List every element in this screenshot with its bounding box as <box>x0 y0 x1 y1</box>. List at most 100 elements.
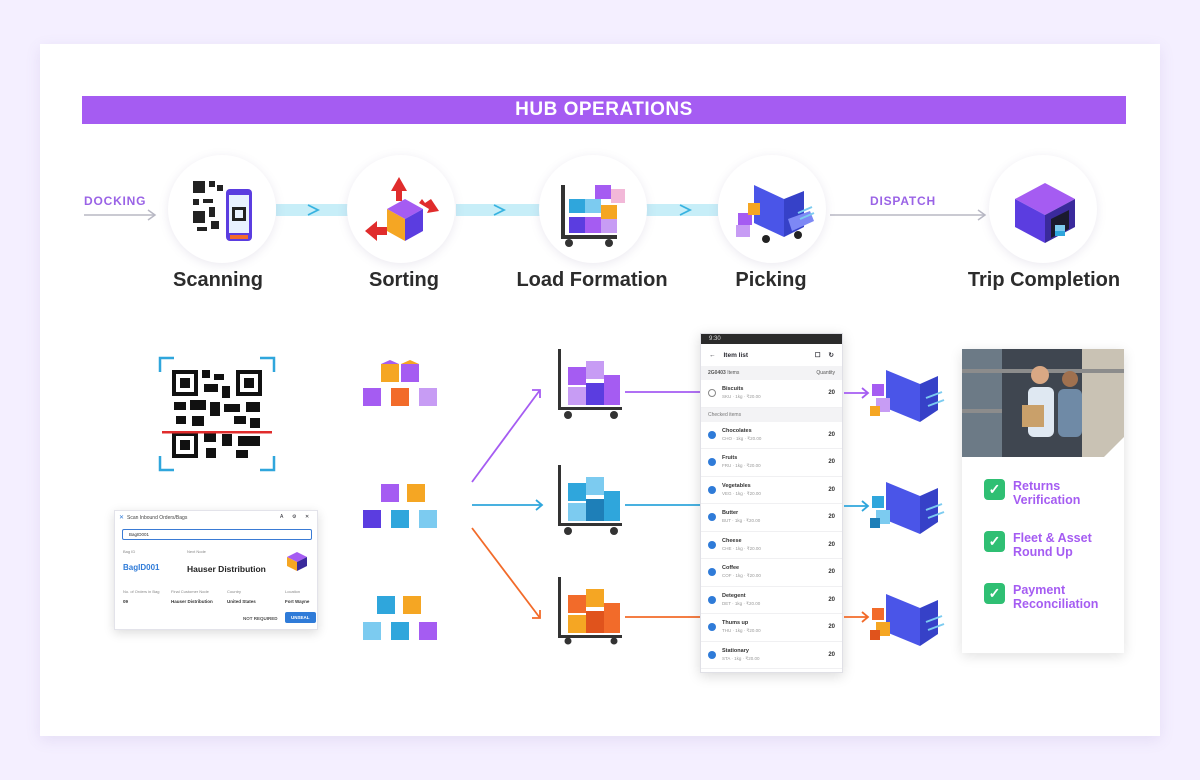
item-meta: THU · 1kg · ₹20.00 <box>722 628 761 634</box>
item-meta: VEG · 1kg · ₹20.00 <box>722 490 761 496</box>
branch-arrows <box>471 389 700 619</box>
stage-picking <box>718 155 826 263</box>
checklist-line2: Verification <box>1013 493 1081 507</box>
bag-search-input[interactable]: BagID001 <box>122 529 312 540</box>
phone-status-bar: 9:30 <box>701 334 842 344</box>
checked-circle-icon[interactable] <box>708 623 716 632</box>
truck-orange <box>870 594 945 646</box>
dispatch-trucks <box>844 370 945 646</box>
checked-circle-icon[interactable] <box>708 485 716 494</box>
font-size-icon[interactable]: A <box>280 514 284 520</box>
item-qty: 20 <box>828 390 835 397</box>
checklist-line2: Round Up <box>1013 545 1073 559</box>
not-required-button[interactable]: NOT REQUIRED <box>243 616 278 621</box>
item-qty: 20 <box>828 514 835 521</box>
orders-label: No. of Orders in Bag <box>123 589 160 594</box>
green-check-icon: ✓ <box>984 531 1005 552</box>
item-name: Cheese <box>722 537 742 544</box>
checked-circle-icon[interactable] <box>708 430 716 439</box>
back-arrow-icon[interactable]: ← <box>709 351 716 359</box>
items-count: 2G0403 <box>708 370 726 376</box>
box-group-bottom <box>363 596 437 640</box>
settings-icon[interactable]: ⚙ <box>292 514 297 520</box>
checked-circle-icon[interactable] <box>708 595 716 604</box>
item-name: Coffee <box>722 565 740 572</box>
bag-id-value: BagID001 <box>123 563 160 572</box>
item-qty: 20 <box>828 541 835 548</box>
package-icon <box>287 552 307 571</box>
refresh-icon[interactable]: ↻ <box>828 352 834 359</box>
box-group-middle <box>363 484 437 528</box>
location-value: Fort Wayne <box>285 599 310 604</box>
warehouse-staff-photo <box>962 349 1124 457</box>
checked-circle-icon[interactable] <box>708 540 716 549</box>
checklist-line1: Returns <box>1013 479 1061 493</box>
item-meta: STA · 1kg · ₹20.00 <box>722 655 760 661</box>
stage-load-formation <box>539 155 647 263</box>
stage-scanning <box>168 155 276 263</box>
quantity-column-label: Quantity <box>816 370 835 376</box>
item-qty: 20 <box>828 431 835 438</box>
sorting-box-groups <box>363 360 437 640</box>
green-check-icon: ✓ <box>984 583 1005 604</box>
checked-circle-icon[interactable] <box>708 458 716 467</box>
bag-id-label: Bag ID <box>123 549 136 554</box>
box-sort-icon <box>365 177 439 241</box>
scan-inbound-dialog: ✕ Scan Inbound Orders/Bags A ⚙ ✕ BagID00… <box>114 510 318 630</box>
item-meta: CHO · 1kg · ₹20.00 <box>722 435 762 441</box>
qr-scan-graphic <box>158 356 276 472</box>
dialog-title: Scan Inbound Orders/Bags <box>127 515 188 521</box>
stage-label-picking: Picking <box>735 269 807 291</box>
cart-blue <box>558 465 622 535</box>
next-node-label: Next Node <box>187 549 206 554</box>
item-qty: 20 <box>828 486 835 493</box>
item-name: Detegent <box>722 592 746 599</box>
next-node-value: Hauser Distribution <box>187 564 266 574</box>
item-meta: COF · 1kg · ₹20.00 <box>722 573 761 579</box>
load-carts <box>558 349 622 645</box>
cart-purple <box>558 349 622 419</box>
stage-trip-completion <box>989 155 1097 263</box>
item-meta: FRU · 1kg · ₹20.00 <box>722 463 761 469</box>
unseal-button[interactable]: UNSEAL <box>285 612 316 623</box>
orders-value: 09 <box>123 599 129 604</box>
checked-circle-icon[interactable] <box>708 513 716 522</box>
item-qty: 20 <box>828 624 835 631</box>
item-meta: BUT · 1kg · ₹20.00 <box>722 518 761 524</box>
select-all-icon[interactable]: ☐ <box>814 352 821 359</box>
item-meta: CHE · 1kg · ₹20.00 <box>722 545 761 551</box>
items-column-label: Items <box>727 370 740 376</box>
item-qty: 20 <box>828 596 835 603</box>
checked-circle-icon[interactable] <box>708 650 716 659</box>
close-icon[interactable]: ✕ <box>305 514 310 520</box>
cart-boxes-icon <box>561 185 625 247</box>
customer-node-value: Hauser Distribution <box>171 599 213 604</box>
item-name: Biscuits <box>722 386 744 393</box>
location-label: Location <box>285 589 301 594</box>
checklist-line1: Fleet & Asset <box>1013 531 1092 545</box>
stage-sorting <box>347 155 455 263</box>
stage-label-trip-completion: Trip Completion <box>967 269 1121 291</box>
checked-circle-icon[interactable] <box>708 568 716 577</box>
truck-picking-icon <box>736 185 815 243</box>
warehouse-icon <box>1015 183 1075 243</box>
checklist-line1: Payment <box>1013 583 1066 597</box>
docking-label: DOCKING <box>84 194 147 208</box>
country-value: United States <box>227 599 256 604</box>
unchecked-radio-icon[interactable] <box>708 389 716 398</box>
